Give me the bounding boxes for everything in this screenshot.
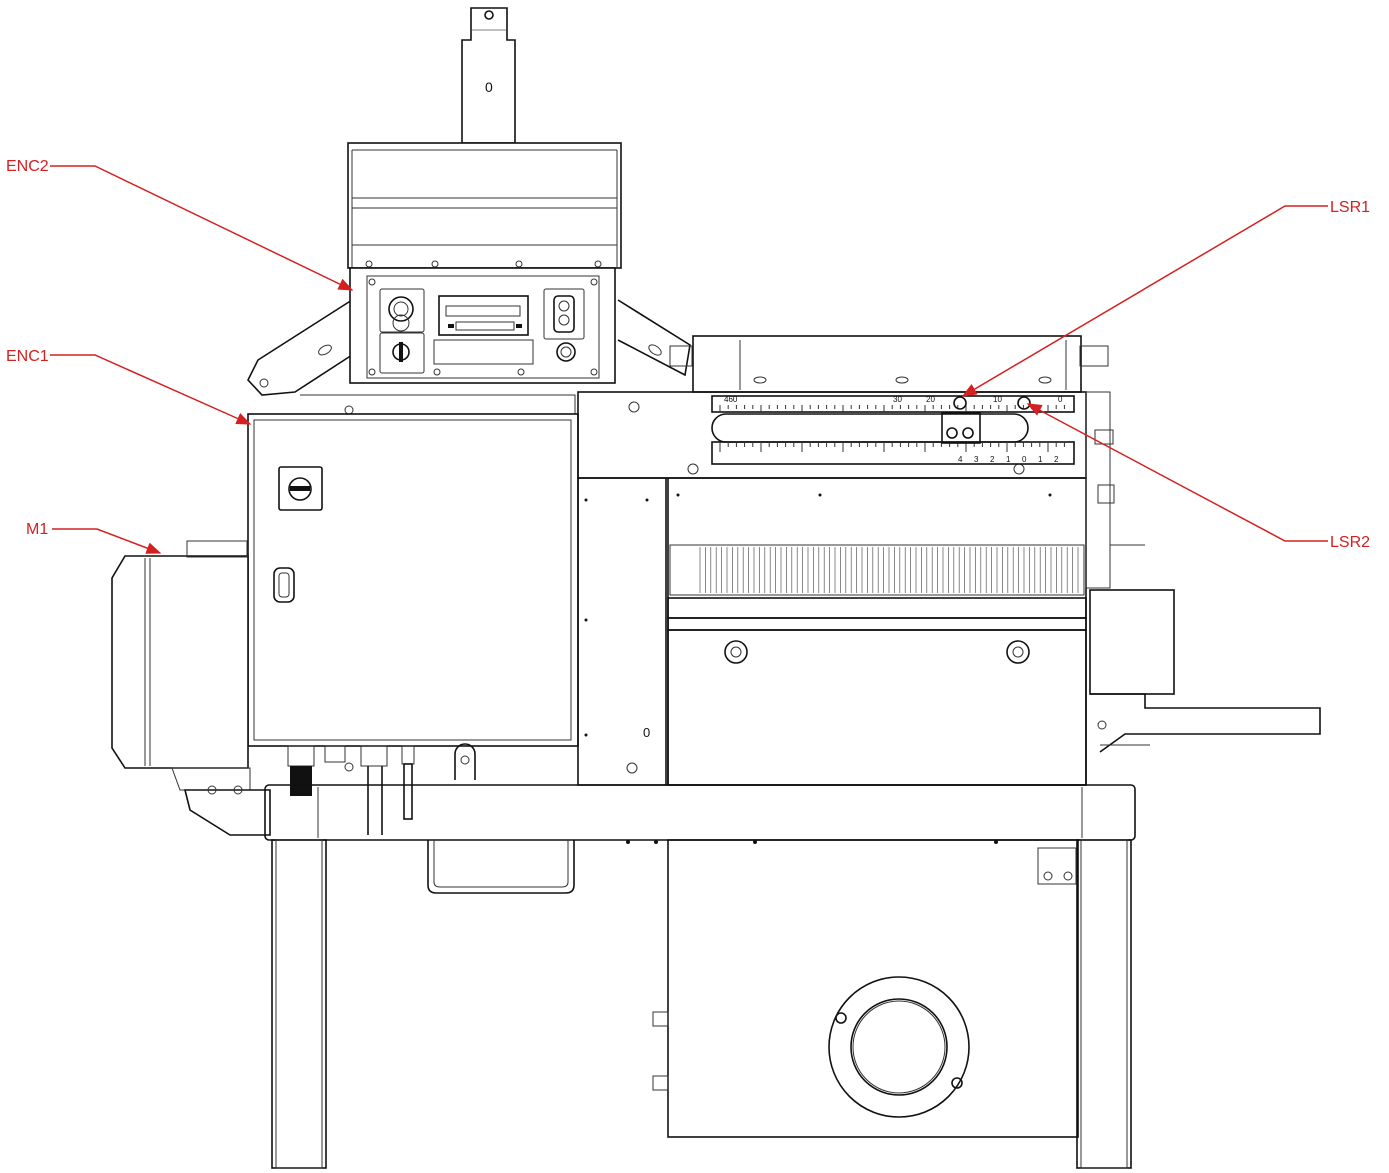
callout-lsr1-label: LSR1 (1330, 199, 1370, 216)
upper-hood (347, 142, 622, 269)
top-bracket-mark: 0 (485, 79, 493, 95)
scale-bottom-ticks: 4 3 2 1 0 1 2 (719, 442, 1065, 464)
callout-enc2-label: ENC2 (6, 158, 49, 175)
callout-lsr1: LSR1 (961, 199, 1370, 397)
scale-bottom-number: 0 (1022, 455, 1027, 464)
callout-m1: M1 (26, 521, 162, 554)
callout-m1-label: M1 (26, 521, 48, 538)
m1-motor (111, 540, 271, 836)
enc2-control-panel (349, 267, 616, 384)
scale-label-20: 20 (926, 395, 935, 404)
scale-top-ticks (719, 405, 1065, 412)
frame-side-mark: 0 (643, 725, 650, 740)
scale-bottom-number: 3 (974, 455, 979, 464)
blade-comb (699, 547, 1079, 593)
callout-lsr2-label: LSR2 (1330, 534, 1370, 551)
scale-label-0: 0 (1058, 395, 1063, 404)
scale-bottom-number: 1 (1038, 455, 1043, 464)
scale-bottom-number: 1 (1006, 455, 1011, 464)
top-bracket: 0 (461, 7, 516, 144)
side-arms (247, 299, 691, 396)
scale-label-10: 10 (993, 395, 1002, 404)
callout-lsr2: LSR2 (1026, 403, 1370, 551)
callout-enc2: ENC2 (6, 158, 354, 291)
scale-bottom-number: 2 (990, 455, 995, 464)
base-table (264, 784, 1136, 1169)
enc1-enclosure (247, 394, 579, 835)
scale-start-label: 460 (724, 395, 738, 404)
callout-enc1: ENC1 (6, 348, 252, 425)
scale-bottom-number: 4 (958, 455, 963, 464)
callout-enc1-label: ENC1 (6, 348, 49, 365)
scale-label-30: 30 (893, 395, 902, 404)
scale-bottom-number: 2 (1054, 455, 1059, 464)
